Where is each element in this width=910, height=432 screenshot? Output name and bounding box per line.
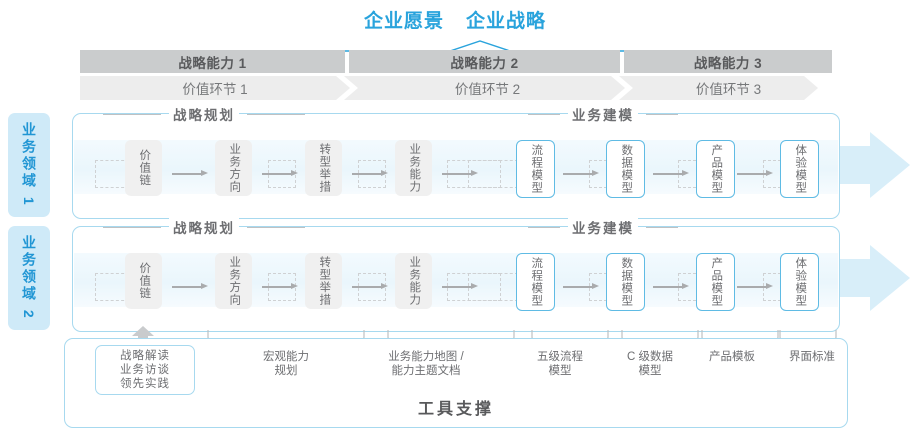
section-rule-left bbox=[528, 226, 560, 228]
flow-arrow-row-1 bbox=[826, 132, 910, 198]
node-product-model[interactable]: 产品模型 bbox=[696, 140, 735, 198]
value-cell-2: 价值环节 2 bbox=[350, 76, 625, 100]
flow-arrow bbox=[352, 283, 388, 290]
node-product-model[interactable]: 产品模型 bbox=[696, 253, 735, 311]
side-tab-domain-1[interactable]: 业务领域 1 bbox=[8, 113, 50, 217]
value-cell-3: 价值环节 3 bbox=[625, 76, 832, 100]
tool-label-five-level-process-model: 五级流程 模型 bbox=[537, 351, 583, 377]
node-process-model[interactable]: 流程模型 bbox=[516, 253, 555, 311]
section-header-modeling-2: 业务建模 bbox=[528, 217, 678, 237]
section-rule-right bbox=[247, 113, 305, 115]
capability-cell-2: 战略能力 2 bbox=[349, 50, 620, 73]
tool-label-product-template: 产品模板 bbox=[709, 351, 755, 363]
flow-arrow bbox=[262, 283, 298, 290]
flow-arrow bbox=[563, 170, 599, 177]
tool-label-ui-standard: 界面标准 bbox=[789, 351, 835, 363]
tool-label-macro-capability-planning: 宏观能力 规划 bbox=[263, 351, 309, 377]
title-strategy: 企业战略 bbox=[466, 10, 547, 32]
flow-arrow bbox=[653, 170, 689, 177]
node-data-model[interactable]: 数据模型 bbox=[606, 253, 645, 311]
node-business-direction[interactable]: 业务方向 bbox=[215, 140, 252, 196]
section-rule-left bbox=[103, 226, 161, 228]
node-value-chain[interactable]: 价值链 bbox=[125, 140, 162, 196]
value-chevron-2 bbox=[611, 76, 633, 100]
domain-row-2: 战略规划 业务建模 价值链 业务方向 转型举措 业务能力 流程模型 数据模型 产… bbox=[72, 217, 840, 332]
flow-arrow bbox=[262, 170, 298, 177]
node-experience-model[interactable]: 体验模型 bbox=[780, 140, 819, 198]
node-data-model[interactable]: 数据模型 bbox=[606, 140, 645, 198]
value-chevron-end bbox=[804, 76, 832, 100]
section-title-modeling: 业务建模 bbox=[568, 217, 638, 237]
tool-label-capability-map: 业务能力地图 / 能力主题文档 bbox=[388, 351, 464, 377]
diagram-title: 企业愿景 企业战略 bbox=[0, 4, 910, 34]
section-header-modeling-1: 业务建模 bbox=[528, 104, 678, 124]
capability-band: 战略能力 1 战略能力 2 战略能力 3 bbox=[80, 50, 832, 73]
section-rule-right bbox=[247, 226, 305, 228]
node-experience-model[interactable]: 体验模型 bbox=[780, 253, 819, 311]
tool-label-strategy-interpretation[interactable]: 战略解读 业务访谈 领先实践 bbox=[95, 345, 195, 395]
flow-arrow bbox=[442, 170, 478, 177]
node-business-capability[interactable]: 业务能力 bbox=[395, 253, 432, 309]
value-band: 价值环节 1 价值环节 2 价值环节 3 bbox=[80, 76, 832, 100]
capability-cell-3: 战略能力 3 bbox=[624, 50, 832, 73]
value-cell-1: 价值环节 1 bbox=[80, 76, 350, 100]
tool-support-title: 工具支撑 bbox=[417, 401, 494, 418]
node-business-direction[interactable]: 业务方向 bbox=[215, 253, 252, 309]
flow-arrow bbox=[737, 283, 773, 290]
support-up-arrow-icon bbox=[132, 326, 154, 344]
node-value-chain[interactable]: 价值链 bbox=[125, 253, 162, 309]
domain-row-1: 战略规划 业务建模 价值链 业务方向 转型举措 业务能力 流程模型 数据模型 产… bbox=[72, 104, 840, 219]
node-business-capability[interactable]: 业务能力 bbox=[395, 140, 432, 196]
title-vision: 企业愿景 bbox=[363, 10, 444, 32]
flow-arrow bbox=[172, 283, 208, 290]
section-header-planning-2: 战略规划 bbox=[103, 217, 305, 237]
section-header-planning-1: 战略规划 bbox=[103, 104, 305, 124]
value-chevron-1 bbox=[336, 76, 358, 100]
flow-arrow bbox=[352, 170, 388, 177]
section-rule-left bbox=[103, 113, 161, 115]
flow-arrow bbox=[442, 283, 478, 290]
section-title-planning: 战略规划 bbox=[169, 217, 239, 237]
section-title-modeling: 业务建模 bbox=[568, 104, 638, 124]
node-process-model[interactable]: 流程模型 bbox=[516, 140, 555, 198]
section-rule-right bbox=[646, 113, 678, 115]
flow-arrow bbox=[563, 283, 599, 290]
node-transformation-measures[interactable]: 转型举措 bbox=[305, 140, 342, 196]
section-rule-left bbox=[528, 113, 560, 115]
flow-arrow bbox=[172, 170, 208, 177]
side-tab-domain-2[interactable]: 业务领域 2 bbox=[8, 226, 50, 330]
node-transformation-measures[interactable]: 转型举措 bbox=[305, 253, 342, 309]
tool-label-c-level-data-model: C 级数据 模型 bbox=[627, 351, 673, 377]
section-rule-right bbox=[646, 226, 678, 228]
flow-arrow bbox=[737, 170, 773, 177]
capability-cell-1: 战略能力 1 bbox=[80, 50, 345, 73]
section-title-planning: 战略规划 bbox=[169, 104, 239, 124]
flow-arrow bbox=[653, 283, 689, 290]
flow-arrow-row-2 bbox=[826, 245, 910, 311]
